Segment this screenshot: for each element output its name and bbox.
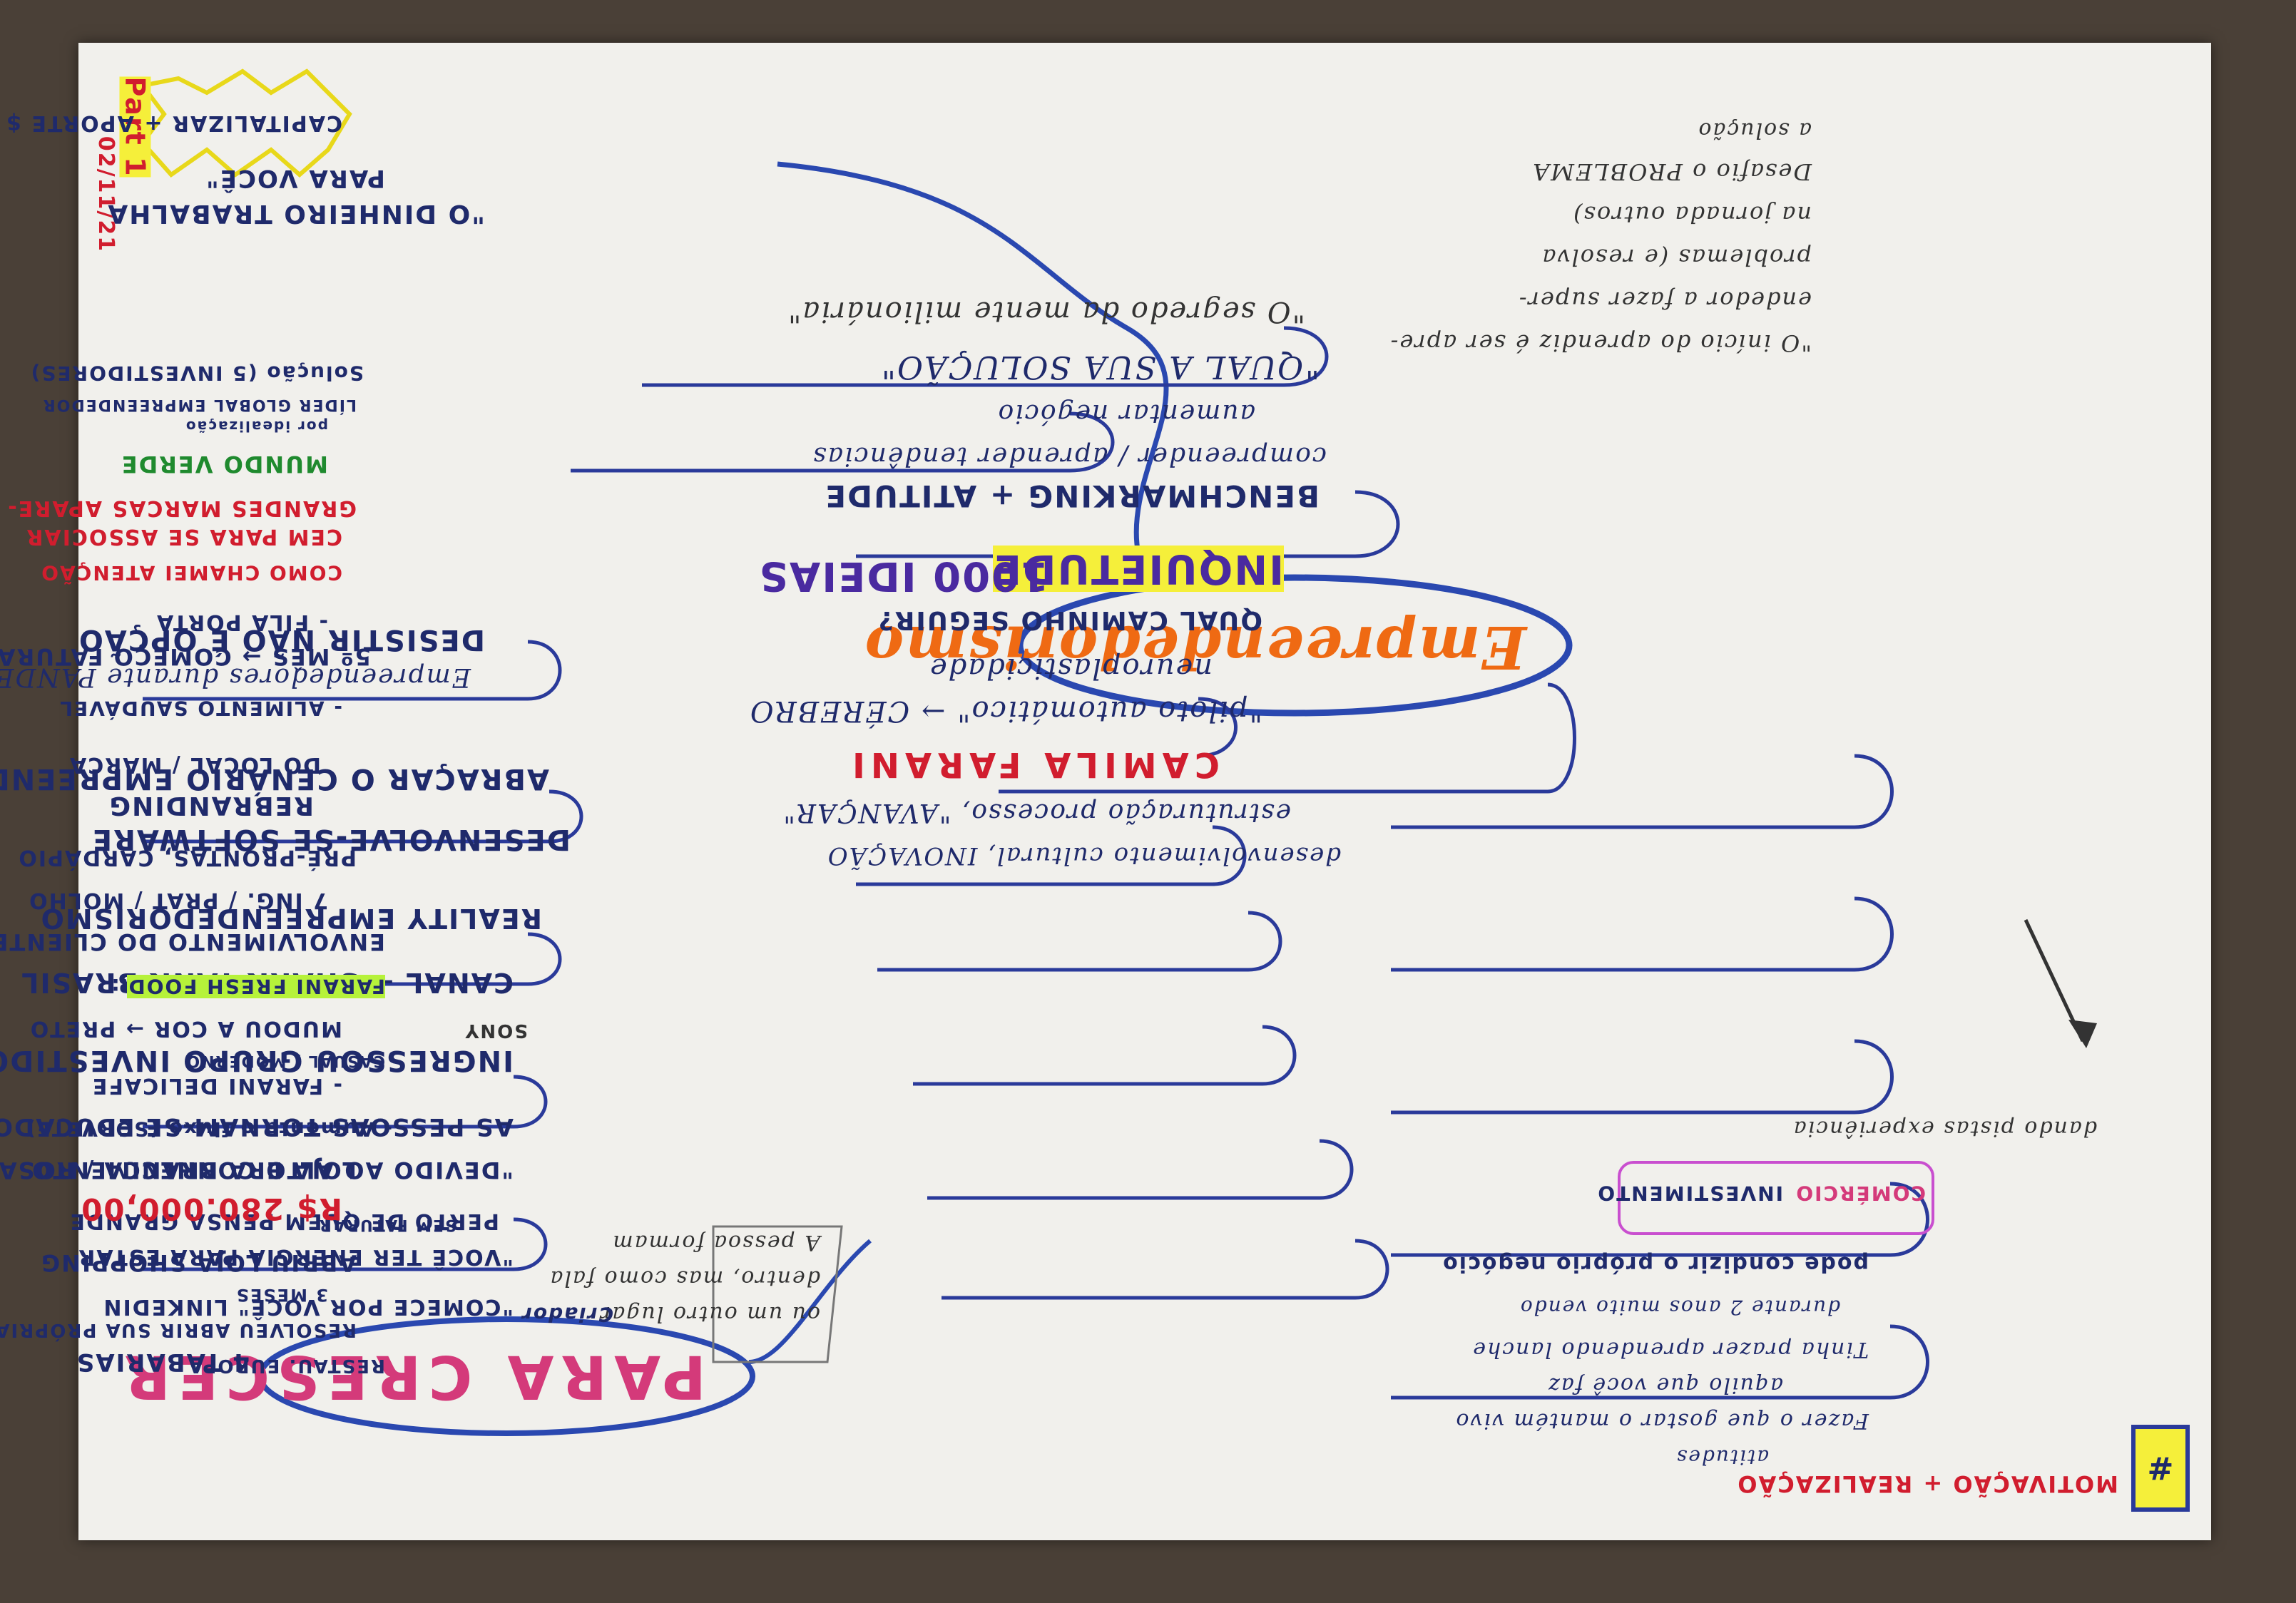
paper-sheet: Empreendedorismo PARA CRESCER 02/11/21 P… [0, 43, 2211, 1540]
center-connector [777, 161, 1169, 586]
right-item-13: REBRANDING [108, 791, 314, 820]
left-item-24: dando pistas experiência [1792, 1116, 2097, 1141]
mid-item-0: "O segredo da mente milionária" [786, 295, 1305, 328]
left-item-28: na jornada outros) [1572, 201, 1812, 228]
left-item-19: aquilo que você faz [1547, 1373, 1783, 1398]
right-item-19: MUDOU A COR → PRETO [29, 1016, 342, 1041]
right-item-9: 5º MÊS → COMEÇO FATURAR [0, 643, 371, 670]
left-item-14: COMÉRCIO [1795, 1182, 1926, 1205]
right-item-2: Solução (5 INVESTIDORES) [29, 362, 364, 385]
mid-item-13: A pessoa formam [611, 1230, 820, 1255]
right-item-15: 7 ING. / PRAT / MOLHO [28, 888, 328, 913]
right-item-10: - FILA PORTA [155, 610, 328, 635]
mid-item-10: CAMILA FARANI [846, 744, 1220, 784]
mid-item-7: QUAL CAMINHO SEGUIR? [877, 605, 1262, 635]
mid-item-14: dentro, mas como fala [549, 1266, 820, 1291]
right-item-24: R$ 280.000,00 [80, 1192, 342, 1226]
right-item-21: - FARANI DELICAFE [91, 1073, 342, 1098]
hash-icon: # [2131, 1425, 2190, 1512]
center-oval [1016, 574, 1573, 717]
right-item-26: ABRIU LOJA SHOPPING [40, 1249, 357, 1276]
right-item-6: GRANDES MARCAS APARE- [6, 496, 357, 521]
right-item-3: LÍDER GLOBAL EMPREENDEDOR [41, 396, 357, 414]
left-item-22: MOTIVAÇÃO + REALIZAÇÃO [1736, 1470, 2118, 1497]
left-item-17: durante 2 anos muito vendo [1519, 1296, 1840, 1319]
mid-item-4: BENCHMARKING + ATITUDE [824, 478, 1320, 513]
right-item-16: ENVOLVIMENTO DO CLIENTE [0, 928, 385, 956]
mid-item-3: compreender / aprender tendências [812, 441, 1327, 471]
right-item-4: por idealização [184, 418, 328, 435]
left-item-6: SONY [464, 1020, 528, 1041]
right-item-7: CEM PARA SE ASSOCIAR [25, 524, 342, 549]
left-item-20: Fazer o que gostar o mantém vivo [1454, 1408, 1869, 1433]
header-date: 02/11/21 [93, 135, 118, 253]
left-item-21: atitudes [1675, 1445, 1769, 1469]
left-item-27: problemas (e resolva [1541, 244, 1812, 271]
right-item-22: - Aumenta o fluxo (SORVETE) [25, 1117, 392, 1141]
sub-oval [257, 1316, 755, 1436]
right-item-14: PRÉ-PRONTAS, CARDÁPIO [17, 845, 357, 870]
header-capitalize: CAPITALIZAR + APORTE $ [5, 111, 342, 135]
mid-item-6: 1000 IDEIAS [757, 553, 1048, 599]
right-item-1: PARA VOCÊ" [205, 164, 385, 193]
mid-item-15: ou um outro lugar [599, 1301, 820, 1326]
right-item-25: SEM FATURAR [317, 1216, 456, 1234]
right-item-23: LOJA ERA BRANCA / ROSA [0, 1157, 357, 1184]
right-item-18: FARANI FRESH FOOD [127, 975, 385, 998]
mid-item-12: desenvolvimento cultural, INOVAÇÃO [826, 841, 1341, 870]
left-item-13: Criador [521, 1303, 613, 1326]
sub-connector [748, 1239, 872, 1364]
mid-item-2: aumentar negócio [996, 399, 1255, 428]
left-item-26: endedor a fazer super- [1517, 287, 1812, 314]
right-item-30: RESTAU. EUROPA [187, 1355, 385, 1376]
right-item-0: "O DINHEIRO TRABALHA [106, 199, 485, 228]
mid-item-11: estruturação processo, "AVANÇAR" [782, 798, 1291, 827]
left-item-30: a solução [1697, 118, 1812, 143]
connector-lines [138, 68, 2097, 1436]
left-item-25: "O início do aprendiz é ser apre- [1389, 329, 1812, 357]
left-item-16: pode condizir o próprio negócio [1442, 1251, 1869, 1276]
mid-item-8: neuroplasticidade [929, 652, 1213, 685]
left-item-15: INVESTIMENTO [1596, 1182, 1783, 1205]
mind-map: Empreendedorismo PARA CRESCER 02/11/21 P… [0, 43, 2211, 1540]
right-item-11: - ALIMENTO SAUDÁVEL [58, 697, 342, 720]
right-item-28: RESOLVEU ABRIR SUA PRÓPRIA [0, 1319, 357, 1341]
mid-item-9: "piloto automático" → CÉREBRO [748, 695, 1262, 727]
right-item-5: MUNDO VERDE [120, 451, 328, 478]
right-item-8: COMO CHAMEI ATENÇÃO [40, 561, 342, 585]
right-item-12: DO LOCAL / MARCA [68, 752, 321, 777]
left-item-29: Desafio o PROBLEMA [1531, 158, 1812, 185]
mid-item-1: "QUAL A SUA SOLUÇÃO" [879, 349, 1320, 385]
left-item-18: Tinha prazer aprendendo lanche [1471, 1337, 1869, 1362]
right-item-27: 3 MESES [235, 1285, 328, 1305]
right-item-20: CASUAL / MODERNO [185, 1052, 385, 1070]
